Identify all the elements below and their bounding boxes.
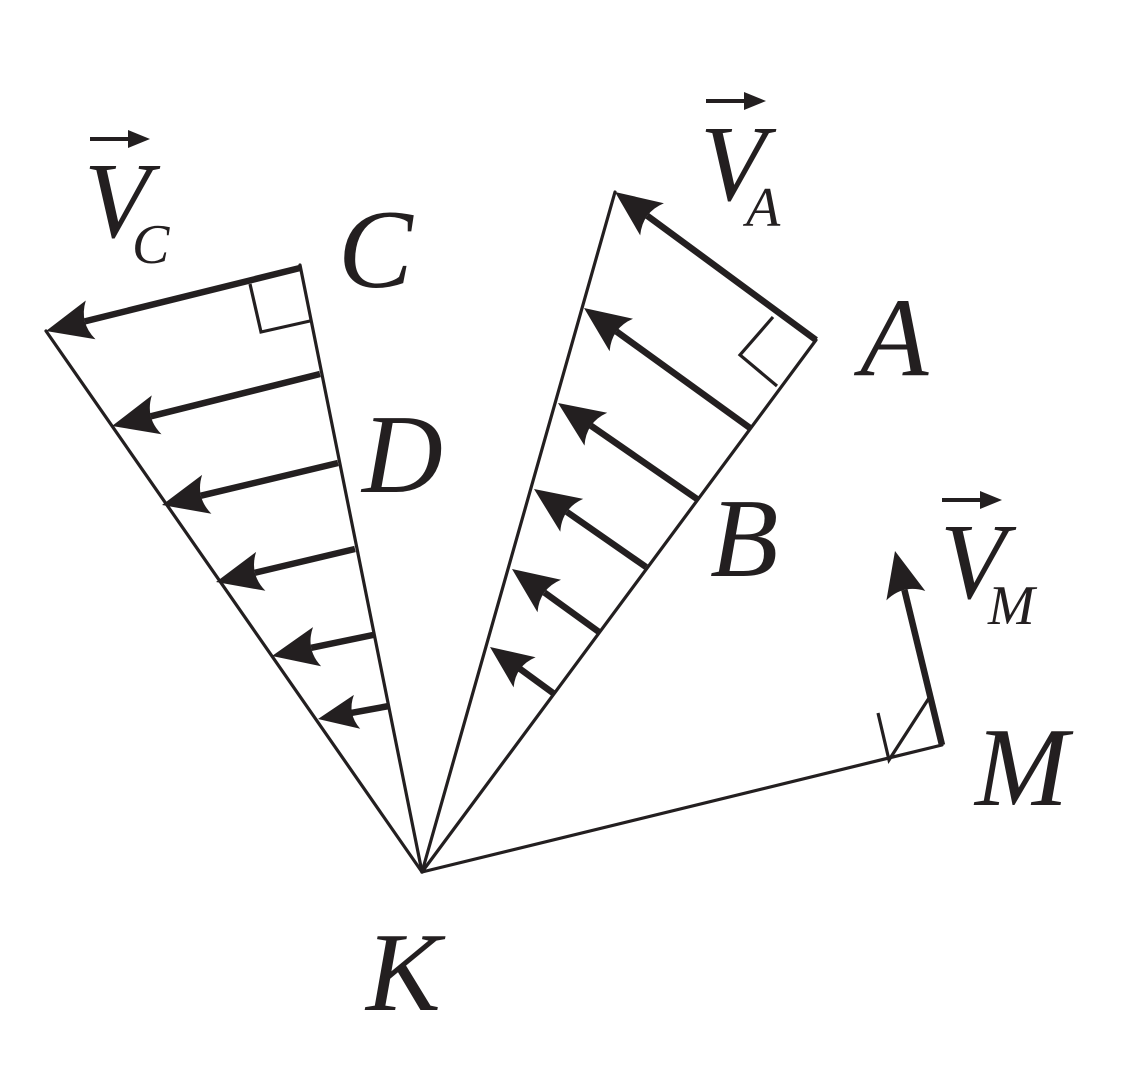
arrow-mid-6-shaft <box>517 666 555 696</box>
right-angle-mark-M <box>876 697 931 765</box>
right-angle-mark-A <box>737 315 779 388</box>
label-K: K <box>364 911 446 1035</box>
arrow-mid-6-head <box>490 647 536 688</box>
arrow-left-6-head <box>318 694 361 729</box>
vm-subscript: M <box>987 575 1038 637</box>
vc-letter: V <box>84 142 161 261</box>
vc-subscript: C <box>132 214 170 276</box>
arrow-vc-shaft <box>84 264 301 325</box>
va-overarrow-head <box>744 92 766 110</box>
label-C: C <box>338 188 414 312</box>
arrow-left-5-head <box>272 627 322 667</box>
vector-label-va: V A <box>700 92 781 239</box>
line-K-M <box>420 743 944 874</box>
arrow-vm-shaft <box>901 589 946 746</box>
arrow-mid-2-shaft <box>614 328 752 431</box>
velocity-arrows <box>46 192 946 746</box>
vector-label-vc: V C <box>84 130 170 276</box>
arrow-left-3-shaft <box>200 459 339 499</box>
arrow-left-2-head <box>112 395 162 435</box>
line-K-A <box>420 338 818 874</box>
label-A: A <box>853 276 929 400</box>
line-K-left-envelope <box>44 329 424 874</box>
arrow-vc-head <box>46 300 96 340</box>
arrow-mid-4-head <box>534 489 584 532</box>
right-angle-mark-C <box>248 283 311 334</box>
arrow-left-4-shaft <box>254 545 356 576</box>
arrow-mid-3-head <box>558 403 608 446</box>
vm-overarrow-head <box>980 491 1002 509</box>
arrow-left-4-head <box>216 551 266 591</box>
arrow-left-2-shaft <box>150 370 321 420</box>
arrow-va-head <box>615 192 664 236</box>
construction-lines <box>44 190 944 874</box>
arrow-mid-3-shaft <box>589 423 699 502</box>
vector-labels: V C V A V M <box>84 92 1038 637</box>
arrow-mid-2-head <box>584 308 633 352</box>
vm-letter: V <box>940 503 1017 622</box>
label-D: D <box>360 393 443 517</box>
right-angle-marks <box>248 283 931 765</box>
va-letter: V <box>700 105 777 224</box>
vc-overarrow-head <box>128 130 150 148</box>
arrow-mid-4-shaft <box>564 509 648 570</box>
arrow-mid-5-shaft <box>542 589 601 635</box>
arrow-left-3-head <box>162 474 212 514</box>
point-labels: C D A B M K <box>338 188 1074 1035</box>
arrow-left-6-shaft <box>350 702 390 717</box>
label-M: M <box>973 706 1074 830</box>
arrow-mid-5-head <box>512 569 561 613</box>
line-K-C <box>298 263 424 874</box>
arrow-vm-head <box>886 551 926 601</box>
line-K-upper-envelope <box>420 190 617 874</box>
arrow-left-5-shaft <box>310 631 374 652</box>
label-B: B <box>710 477 778 601</box>
va-subscript: A <box>742 177 781 239</box>
arrow-va-shaft <box>645 213 818 343</box>
vector-label-vm: V M <box>940 491 1038 637</box>
